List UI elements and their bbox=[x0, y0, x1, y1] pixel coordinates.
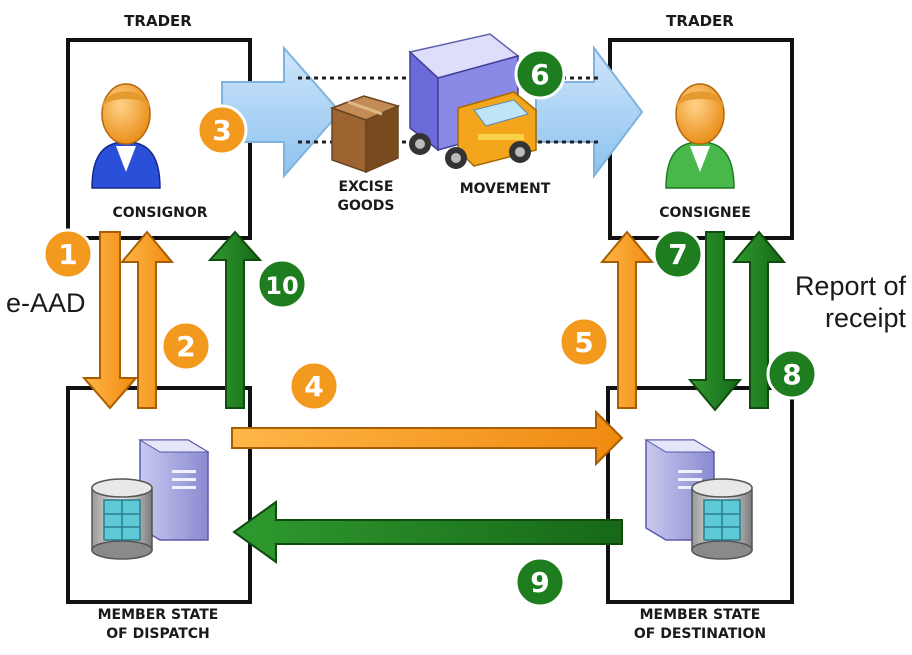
step-9-badge: 9 bbox=[514, 556, 566, 608]
arrow-report-forward-up bbox=[207, 230, 263, 409]
report-annotation-line1: Report of bbox=[794, 271, 906, 301]
step-3-badge: 3 bbox=[196, 104, 248, 156]
trader-right-title: TRADER bbox=[666, 12, 734, 30]
step-1-number: 1 bbox=[58, 238, 77, 271]
step-6-badge: 6 bbox=[514, 48, 566, 100]
arrow-report-validation-up bbox=[731, 230, 787, 409]
arrow-eaad-down bbox=[81, 231, 139, 410]
dispatch-label: MEMBER STATE OF DISPATCH bbox=[58, 606, 258, 644]
step-1-badge: 1 bbox=[42, 228, 94, 280]
goods-label-line2: GOODS bbox=[337, 198, 395, 214]
arrow-report-to-dispatch bbox=[232, 500, 623, 564]
step-7-number: 7 bbox=[668, 238, 687, 271]
destination-label-line2: OF DESTINATION bbox=[633, 626, 767, 642]
eaad-annotation: e-AAD bbox=[6, 288, 86, 318]
destination-label: MEMBER STATE OF DESTINATION bbox=[600, 606, 800, 644]
movement-label: MOVEMENT bbox=[459, 181, 551, 197]
movement-arrow-right bbox=[535, 45, 644, 179]
consignee-label: CONSIGNEE bbox=[659, 205, 751, 221]
goods-label: EXCISE GOODS bbox=[318, 178, 414, 216]
dispatch-label-line1: MEMBER STATE bbox=[97, 607, 219, 623]
step-10-number: 10 bbox=[265, 272, 298, 300]
destination-database-icon bbox=[691, 478, 753, 560]
arrow-eaad-forward-up bbox=[599, 230, 655, 409]
arrow-validation-up bbox=[119, 230, 175, 409]
dispatch-database-icon bbox=[91, 478, 153, 560]
goods-label-line1: EXCISE bbox=[338, 179, 394, 195]
consignee-person-icon bbox=[665, 83, 735, 189]
step-2-number: 2 bbox=[176, 330, 195, 363]
arrow-eaad-to-destination bbox=[231, 409, 624, 467]
destination-label-line1: MEMBER STATE bbox=[639, 607, 761, 623]
step-8-number: 8 bbox=[782, 358, 801, 391]
step-6-number: 6 bbox=[530, 58, 549, 91]
step-10-badge: 10 bbox=[256, 258, 308, 310]
goods-box-icon bbox=[329, 95, 401, 174]
step-4-number: 4 bbox=[304, 370, 323, 403]
truck-icon bbox=[408, 33, 537, 169]
consignor-label: CONSIGNOR bbox=[112, 205, 208, 221]
step-9-number: 9 bbox=[530, 566, 549, 599]
dispatch-label-line2: OF DISPATCH bbox=[106, 626, 210, 642]
step-4-badge: 4 bbox=[288, 360, 340, 412]
arrow-report-down bbox=[687, 231, 743, 412]
step-7-badge: 7 bbox=[652, 228, 704, 280]
step-5-number: 5 bbox=[574, 326, 593, 359]
report-annotation: Report of receipt bbox=[774, 270, 906, 334]
step-8-badge: 8 bbox=[766, 348, 818, 400]
step-3-number: 3 bbox=[212, 114, 231, 147]
consignor-person-icon bbox=[91, 83, 161, 189]
report-annotation-line2: receipt bbox=[824, 303, 906, 333]
dispatch-server-icon bbox=[138, 439, 210, 541]
step-2-badge: 2 bbox=[160, 320, 212, 372]
step-5-badge: 5 bbox=[558, 316, 610, 368]
trader-left-title: TRADER bbox=[124, 12, 192, 30]
